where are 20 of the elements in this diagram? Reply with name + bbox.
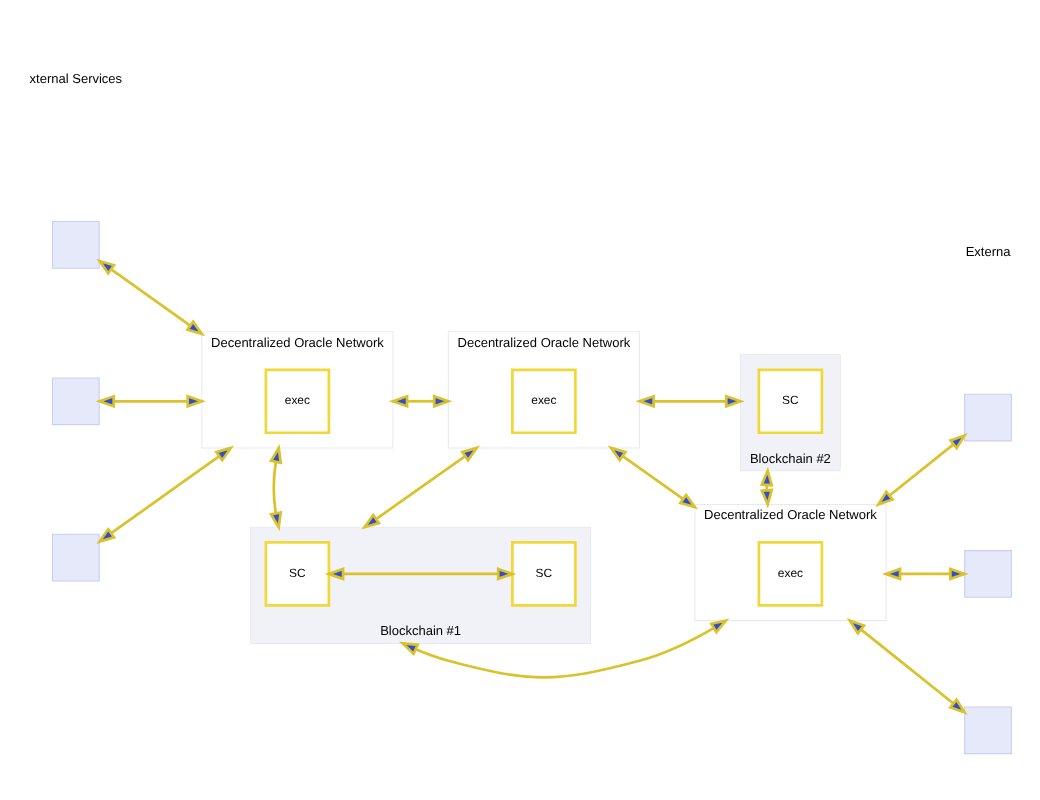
arrow xyxy=(388,393,453,408)
arrow xyxy=(846,617,968,714)
arrow xyxy=(268,442,283,531)
arrow xyxy=(759,465,774,508)
arrow xyxy=(95,393,206,408)
arrow xyxy=(635,393,745,408)
arrow xyxy=(96,444,235,543)
node-box xyxy=(964,549,1012,597)
node-box xyxy=(964,705,1012,754)
arrow xyxy=(361,444,481,529)
node-box xyxy=(51,220,100,268)
arrow xyxy=(875,431,968,506)
arrow xyxy=(607,444,699,509)
arrow xyxy=(881,566,969,580)
node-box xyxy=(51,376,100,425)
node-box xyxy=(51,532,100,581)
arrow xyxy=(399,617,730,678)
node-box xyxy=(964,392,1012,441)
arrow xyxy=(96,257,206,336)
arrow xyxy=(324,566,517,580)
